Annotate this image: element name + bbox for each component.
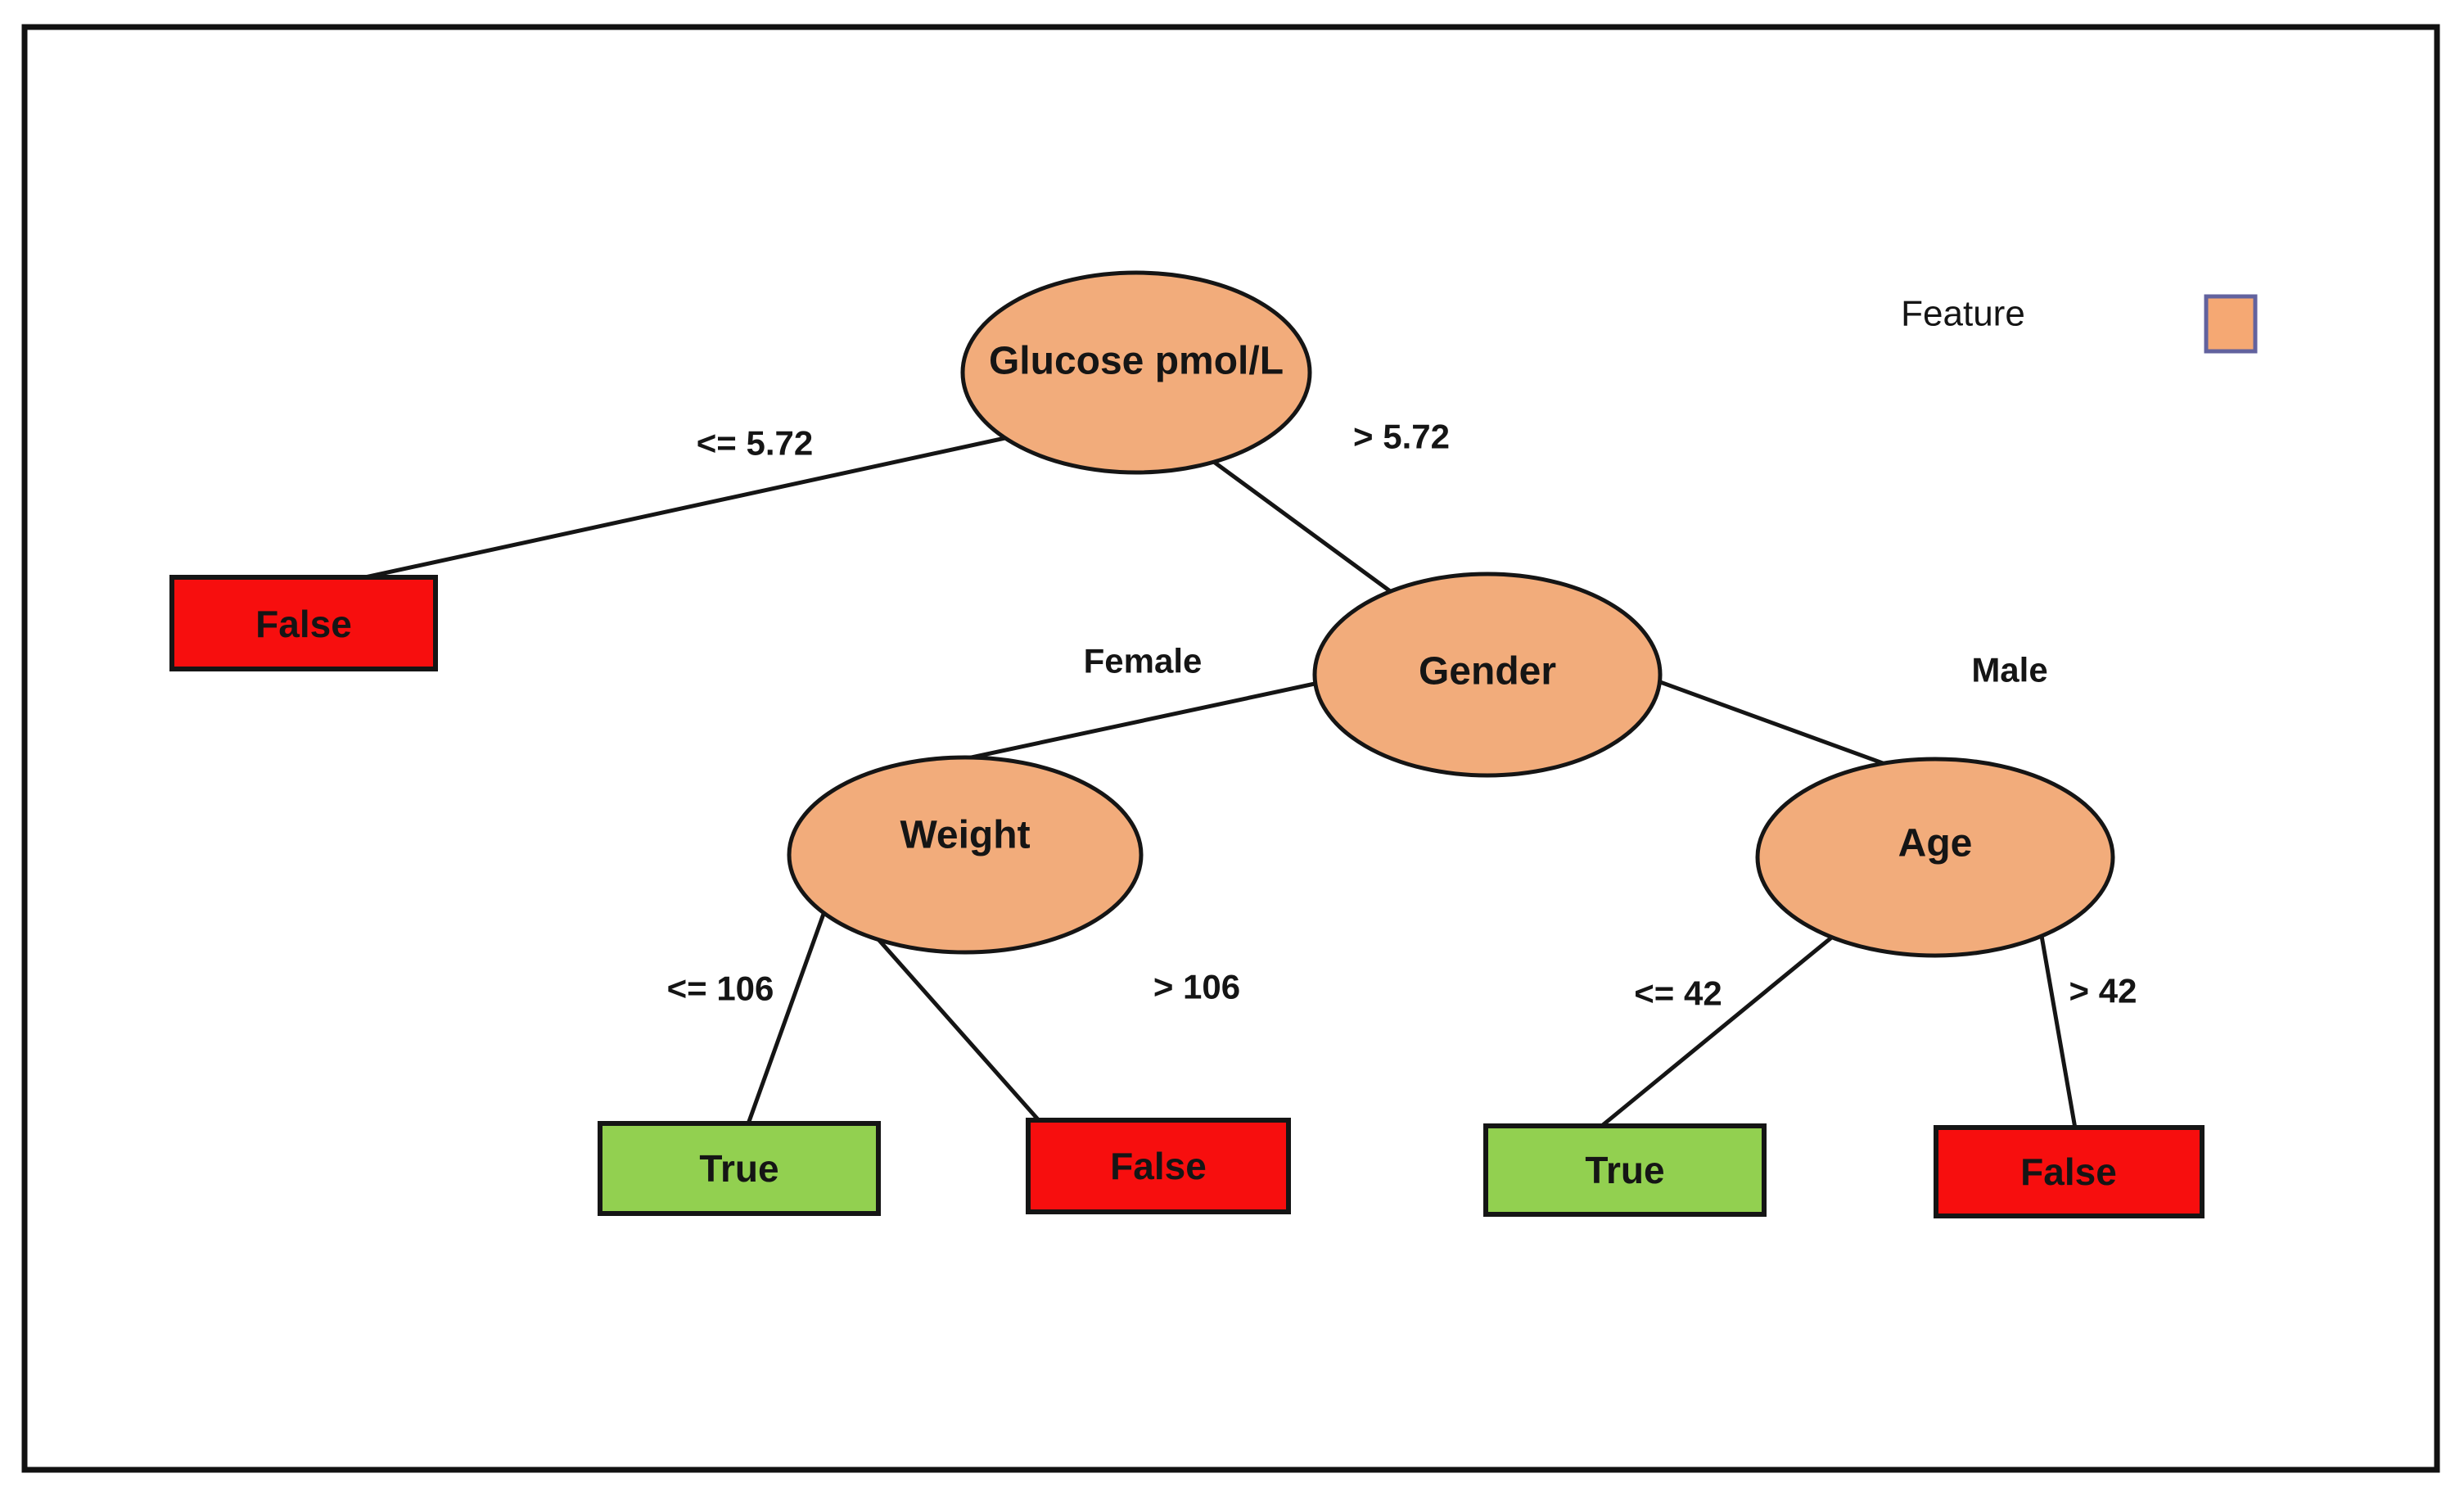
leaf-age-false-box — [1934, 1125, 2205, 1218]
edges-group — [327, 430, 2078, 1130]
legend-feature-swatch — [2204, 294, 2258, 354]
branch-glucose-gt-label: > 5.72 — [1353, 418, 1450, 456]
leaf-age-true-box — [1483, 1123, 1767, 1217]
node-glucose-label: Glucose pmol/L — [989, 340, 1284, 383]
legend: Feature — [1901, 294, 2258, 354]
branch-gender-female-label: Female — [1084, 642, 1203, 680]
leaf-nodes-group: False True False True False — [169, 575, 2205, 1218]
leaf-glucose-false-box — [169, 575, 438, 671]
branch-age-gt-label: > 42 — [2069, 972, 2137, 1010]
node-gender-ellipse — [1312, 572, 1663, 778]
node-weight-label: Weight — [900, 814, 1030, 857]
edge-weight-to-false-line — [850, 907, 1045, 1128]
edge-glucose-to-false-line — [327, 430, 1032, 588]
leaf-weight-false-box — [1026, 1118, 1291, 1214]
leaf-weight-true-label: True — [699, 1147, 778, 1190]
legend-feature-label: Feature — [1901, 294, 2025, 334]
edge-weight-to-true-line — [744, 904, 829, 1129]
leaf-age-false-label: False — [2020, 1150, 2117, 1193]
branch-weight-gt-label: > 106 — [1153, 968, 1240, 1006]
edge-age-to-true-line — [1597, 907, 1868, 1130]
branch-age-le-label: <= 42 — [1634, 974, 1722, 1013]
node-gender-label: Gender — [1419, 650, 1556, 694]
leaf-weight-false-label: False — [1110, 1145, 1207, 1187]
branch-gender-male-label: Male — [1971, 651, 2047, 689]
node-age-label: Age — [1898, 822, 1973, 866]
leaf-glucose-false-label: False — [255, 603, 352, 645]
branch-glucose-le-label: <= 5.72 — [697, 424, 813, 463]
diagram-border — [21, 24, 2440, 1473]
leaf-age-true-label: True — [1585, 1149, 1664, 1191]
edge-gender-to-weight-line — [932, 679, 1327, 768]
branch-labels-group: <= 5.72 > 5.72 Female Male <= 106 > 106 … — [667, 418, 2137, 1013]
branch-weight-le-label: <= 106 — [667, 969, 774, 1008]
node-age-ellipse — [1755, 757, 2115, 958]
node-glucose-ellipse — [960, 270, 1312, 475]
leaf-weight-true-box — [598, 1121, 881, 1216]
feature-nodes-group: Glucose pmol/L Gender Weight Age — [787, 270, 2115, 958]
edge-age-to-false-line — [2036, 916, 2078, 1129]
node-weight-ellipse — [787, 755, 1144, 955]
